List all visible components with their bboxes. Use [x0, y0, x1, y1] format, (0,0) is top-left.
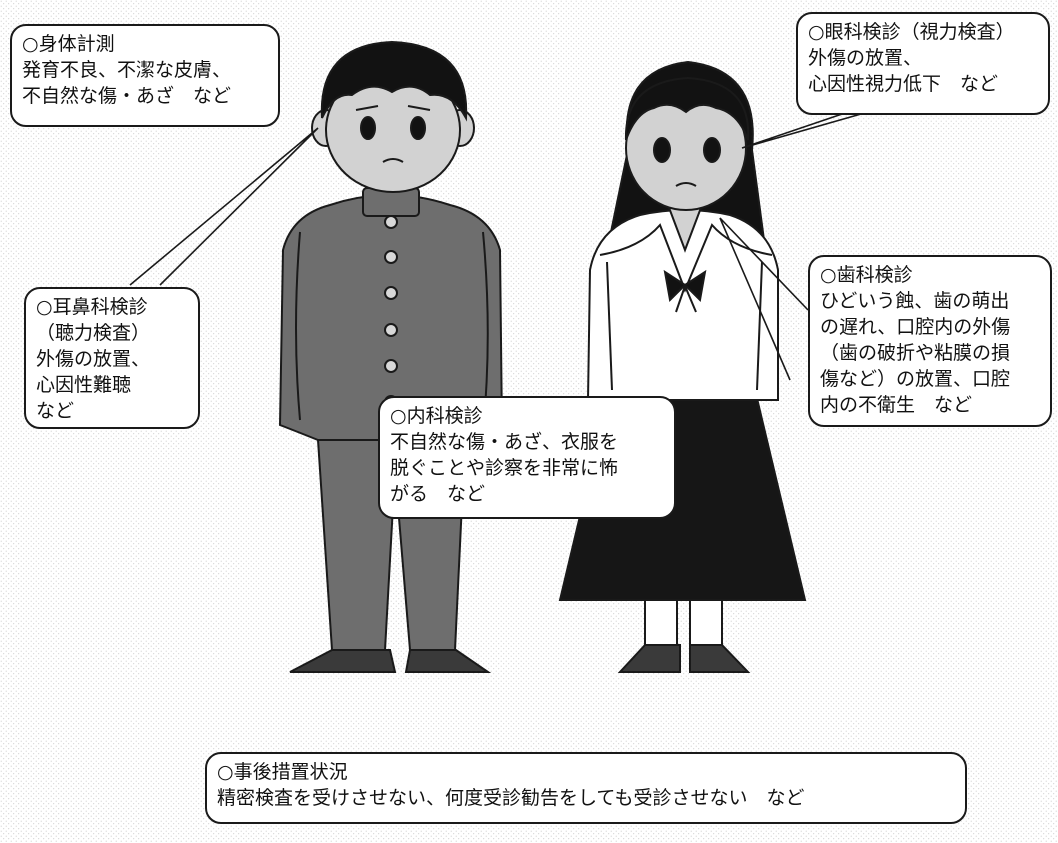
girl-shoe-left — [617, 644, 681, 673]
callout-title: ○歯科検診 — [820, 264, 913, 286]
boy-mouth — [382, 158, 404, 163]
boy-button — [384, 286, 398, 300]
girl-mouth — [675, 182, 697, 187]
boy-button — [384, 250, 398, 264]
callout-line: （聴力検査） — [36, 322, 151, 344]
callout-line: 外傷の放置、 — [36, 348, 151, 370]
callout-line: 不自然な傷・あざ など — [22, 85, 232, 107]
callout-line: 傷など）の放置、口腔 — [820, 368, 1011, 390]
boy-eye-right — [410, 116, 426, 140]
callout-body-measurement: ○身体計測 発育不良、不潔な皮膚、 不自然な傷・あざ など — [10, 24, 280, 127]
callout-dental-exam: ○歯科検診 ひどいう蝕、歯の萌出 の遅れ、口腔内の外傷 （歯の破折や粘膜の損 傷… — [808, 255, 1052, 427]
callout-line: ひどいう蝕、歯の萌出 — [820, 290, 1010, 312]
callout-title: ○内科検診 — [390, 405, 483, 427]
girl-bow — [683, 269, 707, 303]
callout-eye-exam: ○眼科検診（視力検査） 外傷の放置、 心因性視力低下 など — [796, 12, 1050, 115]
boy-shoe-right — [404, 649, 492, 673]
girl-eye-left — [653, 137, 671, 163]
callout-line: 心因性難聴 — [36, 374, 132, 396]
girl-figure — [558, 60, 807, 673]
girl-bow — [663, 269, 687, 303]
pointer-dental-exam — [719, 217, 809, 381]
callout-pointers — [129, 111, 869, 381]
callout-title: ○事後措置状況 — [217, 761, 348, 783]
girl-left-arm — [606, 261, 613, 391]
callout-line: 精密検査を受けさせない、何度受診勧告をしても受診させない など — [217, 787, 805, 809]
callout-line: （歯の破折や粘膜の損 — [820, 342, 1011, 364]
girl-leg-left — [644, 599, 678, 646]
boy-figure — [278, 40, 504, 673]
boy-button — [384, 323, 398, 337]
callout-line: 心因性視力低下 など — [808, 73, 999, 95]
callout-line: がる など — [390, 483, 486, 505]
callout-title: ○耳鼻科検診 — [36, 296, 148, 318]
boy-button — [384, 215, 398, 229]
callout-line: 脱ぐことや診察を非常に怖 — [390, 457, 619, 479]
pointer-ent-to-ear — [129, 127, 319, 286]
pointer-eye-exam — [741, 111, 869, 149]
boy-button — [384, 359, 398, 373]
callout-line: の遅れ、口腔内の外傷 — [820, 316, 1011, 338]
callout-internal-exam: ○内科検診 不自然な傷・あざ、衣服を 脱ぐことや診察を非常に怖 がる など — [378, 396, 676, 519]
boy-brow-left — [355, 105, 379, 111]
callout-follow-up: ○事後措置状況 精密検査を受けさせない、何度受診勧告をしても受診させない など — [205, 752, 967, 824]
girl-right-arm — [756, 261, 763, 391]
callout-ent-exam: ○耳鼻科検診 （聴力検査） 外傷の放置、 心因性難聴 など — [24, 287, 200, 429]
boy-left-arm — [295, 231, 301, 421]
girl-leg-right — [689, 599, 723, 646]
callout-line: 外傷の放置、 — [808, 47, 923, 69]
girl-bow-tail — [675, 285, 686, 313]
callout-line: 内の不衛生 など — [820, 394, 973, 416]
girl-eye-right — [703, 137, 721, 163]
callout-line: など — [36, 400, 75, 422]
boy-eye-left — [360, 116, 376, 140]
callout-line: 発育不良、不潔な皮膚、 — [22, 59, 232, 81]
girl-sailor-collar — [599, 223, 773, 293]
boy-brow-right — [407, 105, 431, 111]
girl-bangs — [624, 76, 750, 141]
boy-hair — [320, 40, 468, 122]
callout-line: 不自然な傷・あざ、衣服を — [390, 431, 619, 453]
callout-title: ○眼科検診（視力検査） — [808, 21, 1015, 43]
boy-shoe-left — [289, 649, 397, 673]
callout-title: ○身体計測 — [22, 33, 115, 55]
girl-bow-tail — [684, 285, 697, 313]
girl-shoe-right — [689, 644, 751, 673]
